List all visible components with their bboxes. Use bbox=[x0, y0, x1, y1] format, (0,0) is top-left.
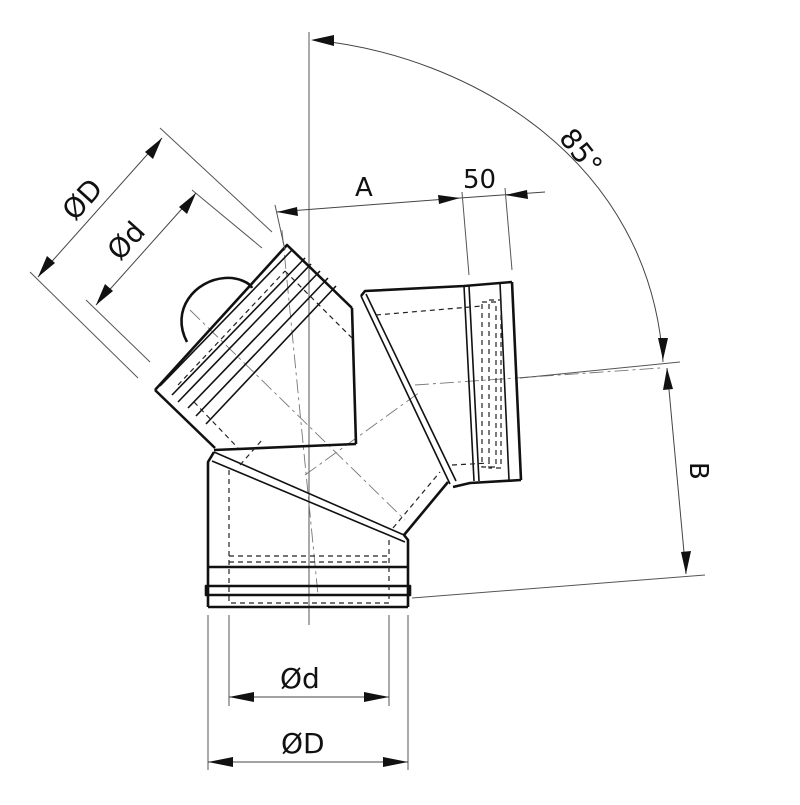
vertical-dimension-B: B bbox=[411, 361, 713, 599]
center-lines bbox=[189, 32, 661, 625]
middle-pipe-segment bbox=[213, 307, 450, 536]
dim-50-label: 50 bbox=[463, 165, 496, 195]
dim-A-label: A bbox=[355, 173, 373, 203]
bottom-inner-diameter-label: Ød bbox=[280, 662, 320, 695]
bottom-outer-diameter-label: ØD bbox=[281, 727, 325, 760]
dim-B-label: B bbox=[683, 462, 713, 480]
top-outer-diameter-label: ØD bbox=[56, 172, 110, 226]
bottom-diameter-dimensions: Ød ØD bbox=[207, 615, 409, 770]
upper-left-pipe-segment bbox=[154, 243, 353, 449]
right-pipe-segment bbox=[359, 280, 523, 489]
diagonal-diameter-dimensions: ØD Ød bbox=[29, 127, 273, 379]
horizontal-dimensions: A 50 bbox=[274, 165, 546, 276]
lower-pipe-segment bbox=[204, 451, 412, 609]
angle-label: 85° bbox=[552, 122, 609, 181]
top-inner-diameter-label: Ød bbox=[101, 215, 152, 267]
